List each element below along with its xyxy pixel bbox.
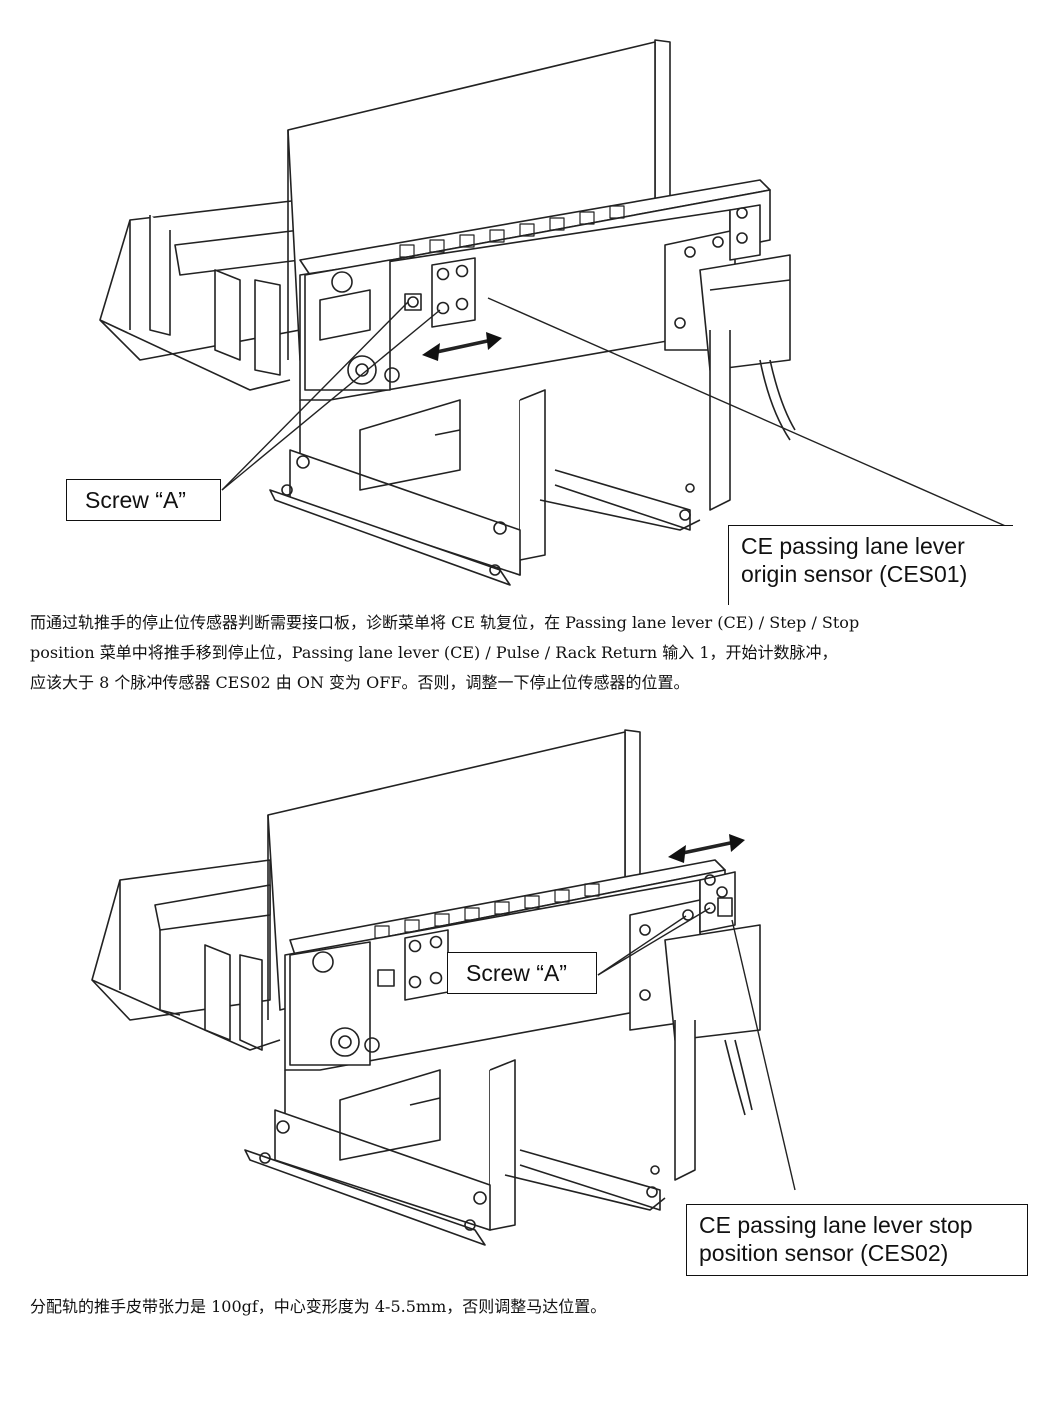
instruction-paragraph-2: 分配轨的推手皮带张力是 100gf，中心变形度为 4-5.5mm，否则调整马达位…	[30, 1292, 1030, 1322]
mechanism-drawing-2	[91, 729, 796, 1246]
figure-stop-position-sensor: Screw “A” CE passing lane lever stop pos…	[0, 720, 1053, 1280]
stop-sensor-label-line1: CE passing lane lever stop	[699, 1212, 973, 1238]
paragraph1-line3: 应该大于 8 个脉冲传感器 CES02 由 ON 变为 OFF。否则，调整一下停…	[30, 673, 690, 692]
paragraph1-line2: position 菜单中将推手移到停止位，Passing lane lever …	[30, 643, 838, 662]
origin-sensor-label-line2: origin sensor (CES01)	[741, 561, 968, 587]
screw-a-label: Screw “A”	[85, 487, 186, 513]
paragraph1-line1: 而通过轨推手的停止位传感器判断需要接口板，诊断菜单将 CE 轨复位，在 Pass…	[30, 613, 860, 632]
screw-a-callout-2: Screw “A”	[447, 952, 597, 994]
figure-origin-sensor: Screw “A” CE passing lane lever origin s…	[0, 30, 1053, 610]
origin-sensor-callout: CE passing lane lever origin sensor (CES…	[728, 525, 1013, 605]
origin-sensor-label-line1: CE passing lane lever	[741, 533, 965, 559]
instruction-paragraph-1: 而通过轨推手的停止位传感器判断需要接口板，诊断菜单将 CE 轨复位，在 Pass…	[30, 608, 1030, 698]
stop-sensor-callout: CE passing lane lever stop position sens…	[686, 1204, 1028, 1276]
screw-a-label-2: Screw “A”	[466, 960, 567, 986]
paragraph2-line1: 分配轨的推手皮带张力是 100gf，中心变形度为 4-5.5mm，否则调整马达位…	[30, 1297, 607, 1316]
screw-a-callout: Screw “A”	[66, 479, 221, 521]
stop-sensor-label-line2: position sensor (CES02)	[699, 1240, 949, 1266]
mechanism-drawing-1	[99, 39, 1011, 586]
